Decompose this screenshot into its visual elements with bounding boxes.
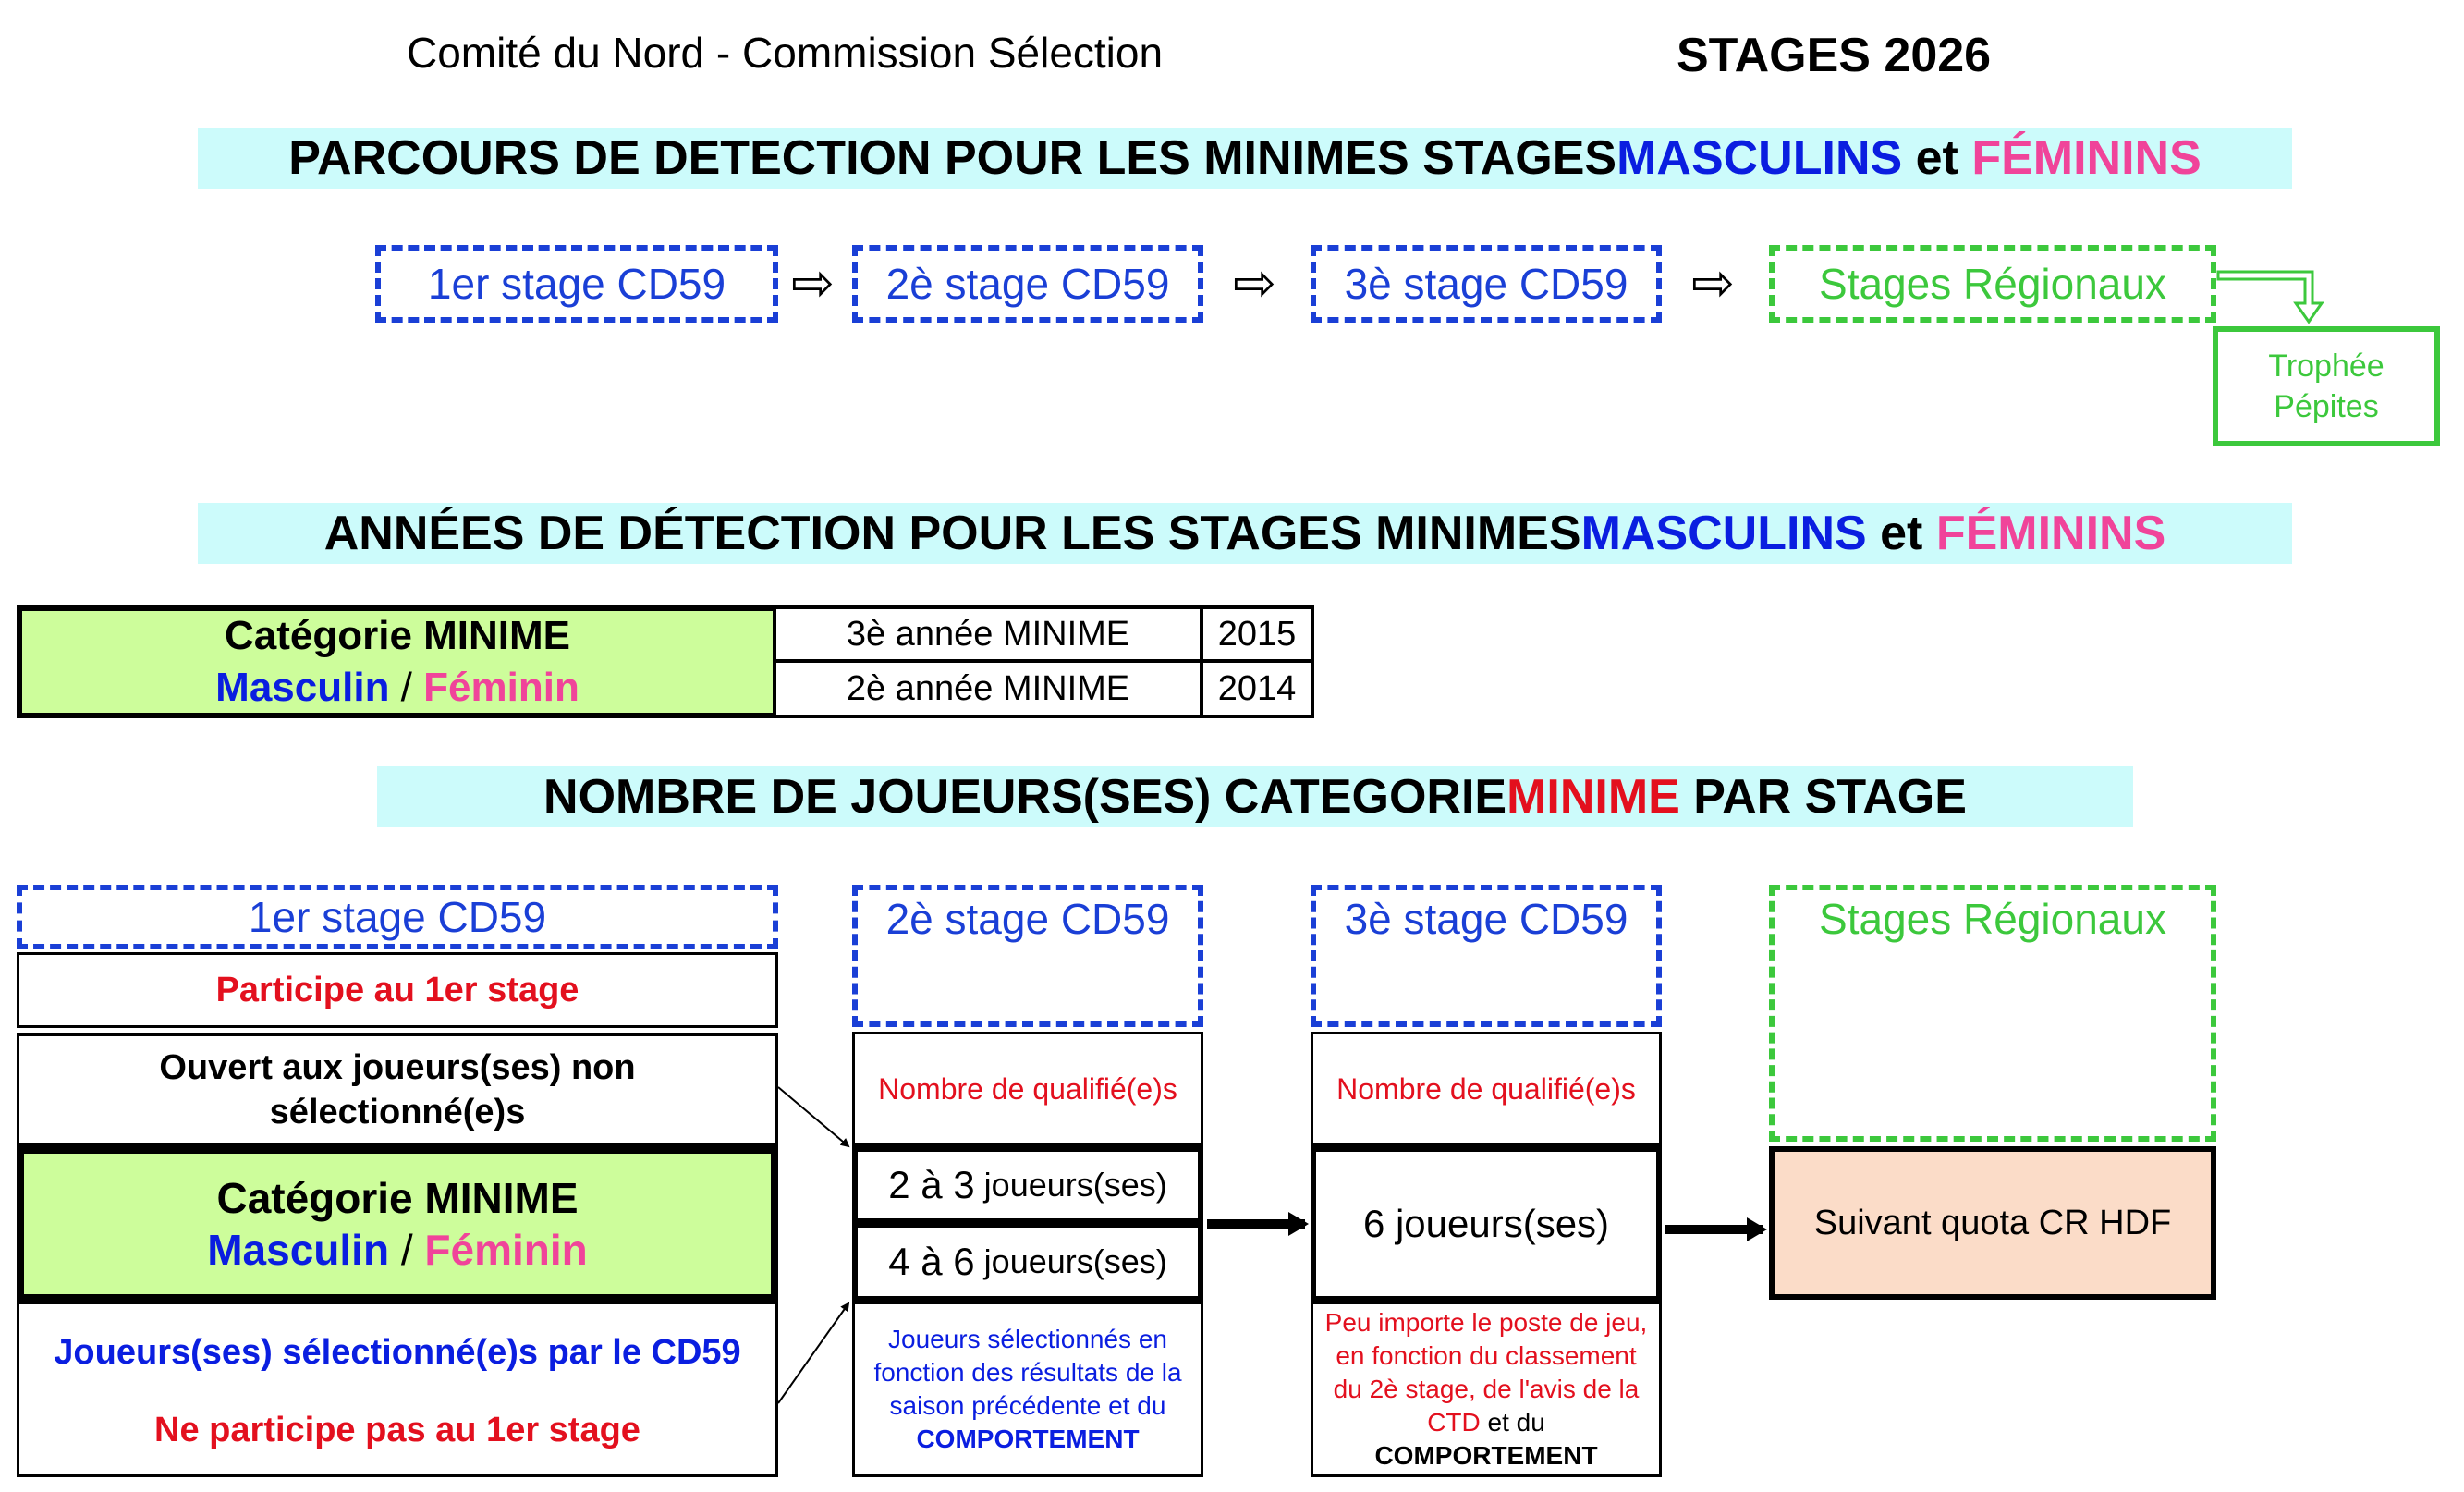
col2-row-2-num: 4 à 6 [888, 1240, 975, 1283]
trophy-line1: Trophée [2268, 349, 2385, 384]
col2-row-1-num: 2 à 3 [888, 1163, 975, 1206]
path-stage-3: 3è stage CD59 [1311, 245, 1662, 323]
col2-note: Joueurs sélectionnés en fonction des rés… [873, 1325, 1182, 1420]
col1-category-label: Catégorie MINIME [216, 1174, 579, 1222]
connector-selectionnes-arrow [777, 1302, 850, 1404]
col4-quota: Suivant quota CR HDF [1769, 1146, 2216, 1300]
col3-note-et: et du [1480, 1408, 1545, 1437]
years-category-sep: / [389, 665, 424, 710]
path-stage-regional: Stages Régionaux [1769, 245, 2216, 323]
section1-title-masc: MASCULINS [1616, 131, 1903, 185]
years-category-label: Catégorie MINIME [224, 613, 571, 658]
path-stage-2: 2è stage CD59 [852, 245, 1203, 323]
col3-note: Peu importe le poste de jeu, en fonction… [1319, 1306, 1653, 1439]
col1-category-fem: Féminin [424, 1226, 588, 1274]
col3-count: 6 joueurs(ses) [1311, 1146, 1662, 1302]
col1-category-sep: / [389, 1226, 425, 1274]
years-category-fem: Féminin [423, 665, 579, 710]
count-stage-1-header: 1er stage CD59 [17, 885, 778, 949]
header-organization: Comité du Nord - Commission Sélection [407, 29, 1164, 77]
count-stage-regional-header: Stages Régionaux [1769, 885, 2216, 1142]
section3-title-highlight: MINIME [1506, 770, 1680, 824]
col3-note-text: Peu importe le poste de jeu, en fonction… [1324, 1308, 1648, 1437]
col2-row-1: 2 à 3 joueurs(ses) [852, 1146, 1203, 1224]
path-arrow-1-icon: ⇨ [791, 253, 835, 312]
col1-participe: Participe au 1er stage [17, 952, 778, 1028]
col1-ouvert: Ouvert aux joueurs(ses) non sélectionné(… [17, 1033, 778, 1146]
col2-qualifies: Nombre de qualifié(e)s [852, 1032, 1203, 1146]
path-arrow-2-icon: ⇨ [1233, 253, 1276, 312]
col1-category-box: Catégorie MINIME Masculin / Féminin [17, 1146, 778, 1302]
col3-note-bold: COMPORTEMENT [1374, 1441, 1598, 1470]
section1-title-fem: FÉMININS [1971, 131, 2202, 185]
section2-title-masc: MASCULINS [1580, 507, 1867, 560]
section2-title: ANNÉES DE DÉTECTION POUR LES STAGES MINI… [198, 503, 2292, 564]
col2-row-1-txt: joueurs(ses) [974, 1166, 1167, 1204]
years-row-2-year: 2014 [1200, 659, 1314, 718]
col2-note-box: Joueurs sélectionnés en fonction des rés… [852, 1302, 1203, 1477]
trophy-pepites-box: Trophée Pépites [2213, 326, 2440, 446]
connector-ouvert-arrow [777, 1086, 850, 1148]
col3-note-box: Peu importe le poste de jeu, en fonction… [1311, 1302, 1662, 1477]
count-stage-3-header: 3è stage CD59 [1311, 885, 1662, 1027]
col1-ne-participe: Ne participe pas au 1er stage [154, 1410, 640, 1449]
years-category-box: Catégorie MINIME Masculin / Féminin [17, 605, 778, 718]
section2-title-et: et [1866, 507, 1936, 560]
years-row-2-label: 2è année MINIME [773, 659, 1203, 718]
count-stage-2-header: 2è stage CD59 [852, 885, 1203, 1027]
col2-note-bold: COMPORTEMENT [916, 1425, 1140, 1453]
col1-category-masc: Masculin [207, 1226, 390, 1274]
col1-category-gender: Masculin / Féminin [207, 1224, 588, 1276]
col1-selectionnes-box: Joueurs(ses) sélectionné(e)s par le CD59… [17, 1302, 778, 1477]
section3-title-prefix: NOMBRE DE JOUEURS(SES) CATEGORIE [543, 770, 1507, 824]
section3-title-suffix: PAR STAGE [1679, 770, 1967, 824]
col2-row-2: 4 à 6 joueurs(ses) [852, 1222, 1203, 1302]
years-category-masc: Masculin [215, 665, 390, 710]
section2-title-prefix: ANNÉES DE DÉTECTION POUR LES STAGES MINI… [323, 507, 1581, 560]
path-stage-1: 1er stage CD59 [375, 245, 778, 323]
section3-title: NOMBRE DE JOUEURS(SES) CATEGORIE MINIME … [377, 766, 2133, 827]
col3-qualifies: Nombre de qualifié(e)s [1311, 1032, 1662, 1146]
section1-title: PARCOURS DE DETECTION POUR LES MINIMES S… [198, 128, 2292, 189]
section2-title-fem: FÉMININS [1935, 507, 2166, 560]
col2-row-2-txt: joueurs(ses) [974, 1242, 1167, 1280]
path-arrow-3-icon: ⇨ [1691, 253, 1735, 312]
col1-selectionnes: Joueurs(ses) sélectionné(e)s par le CD59 [54, 1332, 741, 1372]
section1-title-prefix: PARCOURS DE DETECTION POUR LES MINIMES S… [288, 131, 1617, 185]
header-season: STAGES 2026 [1677, 29, 1992, 82]
trophy-line2: Pépites [2274, 389, 2379, 424]
years-category-gender: Masculin / Féminin [215, 662, 579, 714]
section1-title-et: et [1902, 131, 1972, 185]
bent-arrow-icon [2216, 270, 2324, 324]
